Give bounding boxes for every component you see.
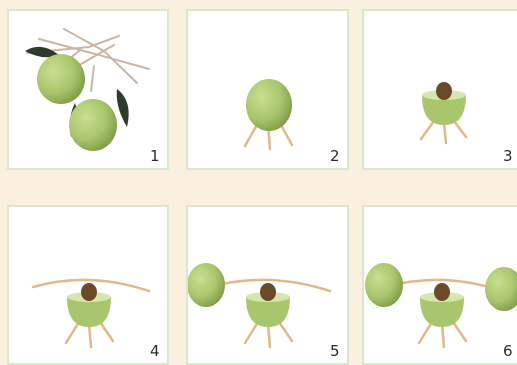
olive-pit [434, 283, 450, 301]
olive-pit [260, 283, 276, 301]
step-panel-6: 6 [362, 205, 517, 365]
step-panel-2: 2 [186, 9, 349, 170]
step-panel-4: 4 [7, 205, 169, 365]
step-number: 4 [150, 344, 160, 359]
olive-branch-illustration [9, 11, 169, 170]
olive-legs-illustration [188, 11, 349, 170]
arms-illustration [9, 207, 169, 365]
olive [188, 263, 225, 307]
olive [246, 79, 292, 131]
step-panel-5: 5 [186, 205, 349, 365]
left-olive-illustration [188, 207, 349, 365]
step-number: 6 [503, 344, 513, 359]
olive [37, 54, 85, 104]
step-panel-3: 3 [362, 9, 517, 170]
olive-pit [81, 283, 97, 301]
step-number: 1 [150, 149, 160, 164]
step-number: 5 [330, 344, 340, 359]
olive [485, 267, 517, 311]
step-number: 3 [503, 149, 513, 164]
olive [69, 99, 117, 151]
olive-pit [436, 82, 452, 100]
step-panel-1: 1 [7, 9, 169, 170]
olive [365, 263, 403, 307]
right-olive-illustration [364, 207, 517, 365]
leaf [117, 89, 129, 127]
step-number: 2 [330, 149, 340, 164]
cut-olive-illustration [364, 11, 517, 170]
